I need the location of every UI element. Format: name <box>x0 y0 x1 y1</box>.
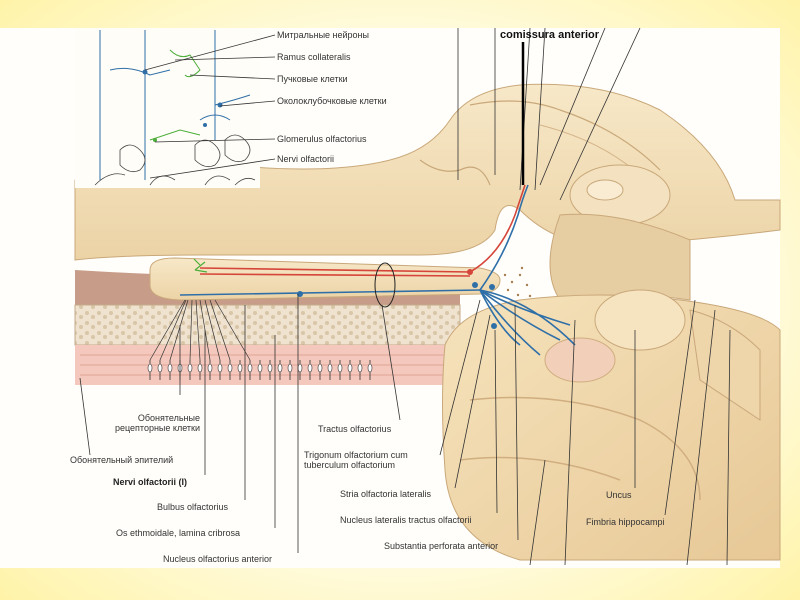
label-puchk: Пучковые клетки <box>277 74 348 84</box>
label-nucleus-lat: Nucleus lateralis tractus olfactorii <box>340 515 472 525</box>
label-os: Os ethmoidale, lamina cribrosa <box>116 528 241 538</box>
label-mitral: Митральные нейроны <box>277 30 369 40</box>
label-epithel: Обонятельный эпителий <box>70 455 174 465</box>
thalamus-core <box>586 179 624 201</box>
label-glomerulus: Glomerulus olfactorius <box>277 134 367 144</box>
label-receptor: Обонятельные рецепторные клетки <box>114 413 200 433</box>
inset-green-cell <box>153 138 157 142</box>
label-bulbus: Bulbus olfactorius <box>157 502 229 512</box>
inset-panel <box>75 28 260 188</box>
glomerulus-green <box>193 258 208 273</box>
label-substantia: Substantia perforata anterior <box>384 541 499 551</box>
label-uncus: Uncus <box>606 490 632 500</box>
label-stria: Stria olfactoria lateralis <box>340 489 432 499</box>
label-nervi-top: Nervi olfactorii <box>277 154 335 164</box>
leader-lines <box>79 27 731 566</box>
inset-nerve-endings <box>94 134 256 186</box>
label-tractus: Tractus olfactorius <box>318 424 392 434</box>
os-ethmoidale <box>74 304 461 346</box>
label-okolo: Околоклубочковые клетки <box>277 96 387 106</box>
label-nucleus-ant: Nucleus olfactorius anterior <box>163 554 273 564</box>
label-nervi-bottom: Nervi olfactorii (I) <box>113 477 188 487</box>
gyrus-line <box>419 159 491 186</box>
gyrus-line <box>459 456 621 481</box>
tract-marker <box>374 262 396 308</box>
red-fibers <box>199 184 526 277</box>
receptor-cell-bodies <box>147 363 373 373</box>
uncus-shape <box>594 289 686 351</box>
red-node <box>467 269 473 275</box>
blue-fibers <box>179 184 576 356</box>
label-trigonum: Trigonum olfactorium cum tuberculum olfa… <box>304 450 408 470</box>
amygdala-region <box>544 337 616 383</box>
temporal-lobe <box>442 294 781 561</box>
gyrus-line <box>469 396 701 501</box>
label-ramus: Ramus collateralis <box>277 52 351 62</box>
olfactory-nerve-fibers <box>149 299 251 361</box>
fiber-nodes <box>297 282 497 329</box>
label-fimbria: Fimbria hippocampi <box>586 517 665 527</box>
gyrus-line <box>469 100 661 171</box>
label-comissura: comissura anterior <box>500 29 600 41</box>
inset-green-neurons <box>149 49 201 141</box>
substantia-perforata-dots <box>503 266 532 298</box>
epithelium-texture <box>80 354 455 376</box>
